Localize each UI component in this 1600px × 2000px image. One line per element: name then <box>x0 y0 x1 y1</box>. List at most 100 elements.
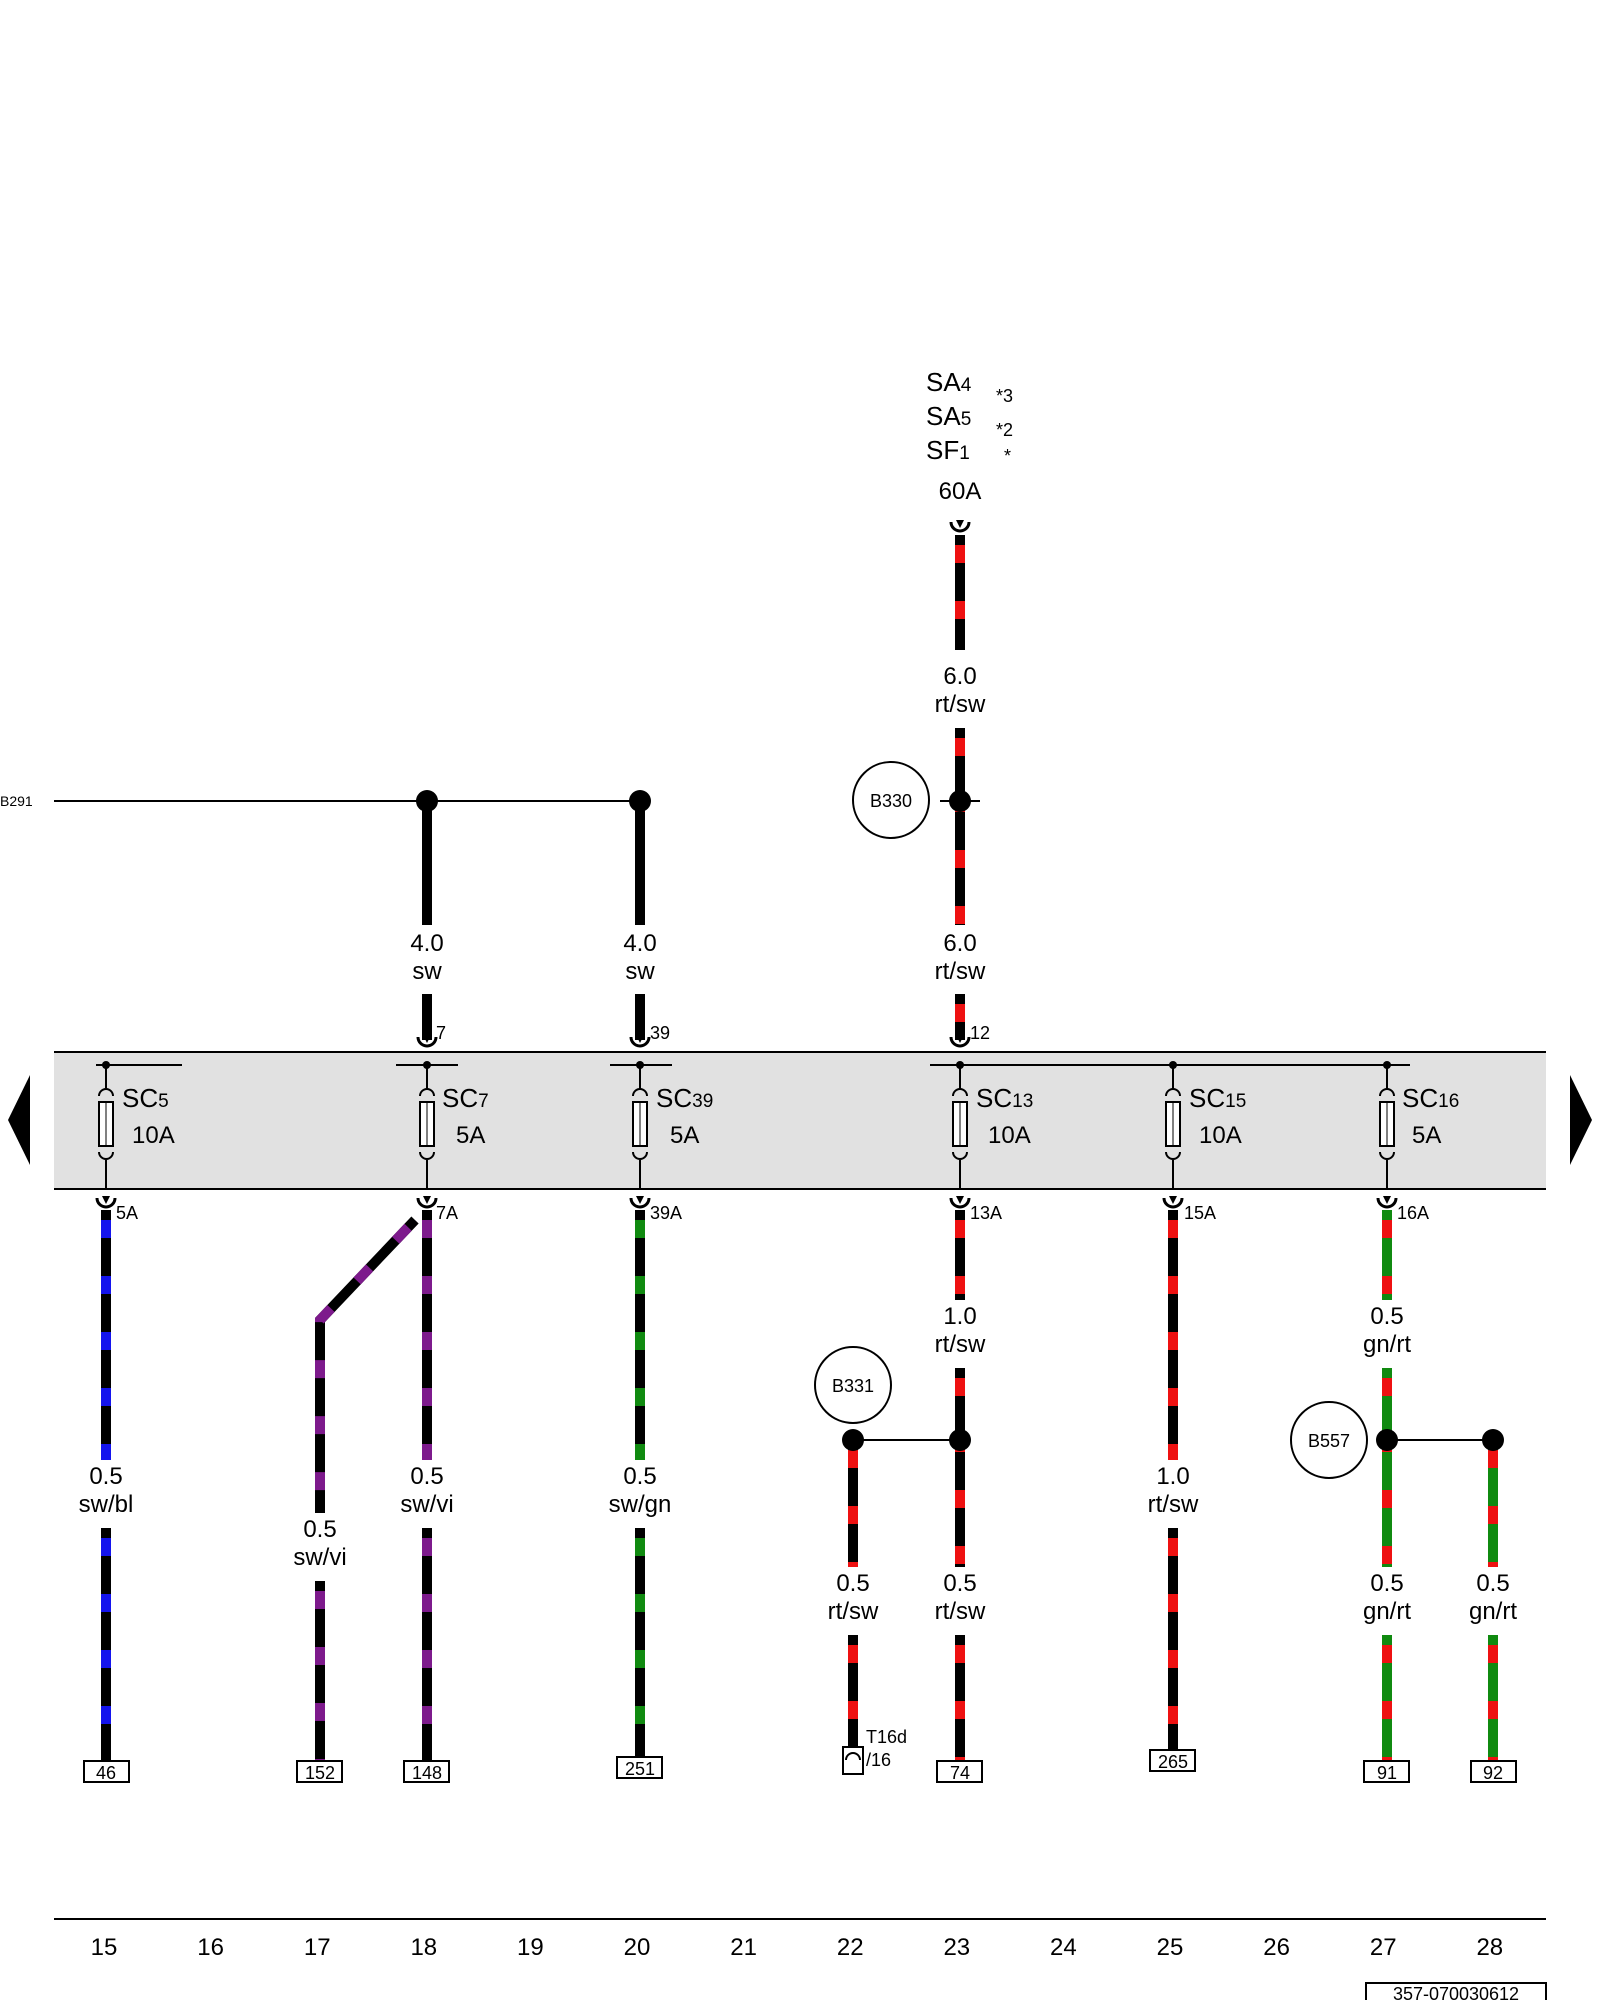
fuse-sc39-label: SC39 5A 39 39A <box>650 1023 713 1223</box>
wire-label-23-top: 6.0 rt/sw <box>935 663 986 718</box>
svg-text:gn/rt: gn/rt <box>1363 1331 1411 1358</box>
svg-text:7A: 7A <box>436 1203 458 1223</box>
plug-out-2-icon <box>416 1197 438 1209</box>
next-page-arrow-icon[interactable] <box>1570 1075 1592 1165</box>
wire-label-27-low: 0.5 gn/rt <box>1363 1570 1411 1625</box>
svg-text:T16d: T16d <box>866 1727 907 1747</box>
wire-17-a <box>315 1216 419 1513</box>
wire-label-28: 0.5 gn/rt <box>1469 1570 1517 1625</box>
svg-text:sw/gn: sw/gn <box>609 1491 672 1518</box>
terminal-91[interactable]: 91 <box>1363 1760 1410 1783</box>
svg-text:0.5: 0.5 <box>410 1463 443 1490</box>
terminal-265[interactable]: 265 <box>1149 1749 1196 1772</box>
svg-text:7: 7 <box>436 1023 446 1043</box>
terminal-46[interactable]: 46 <box>83 1760 130 1783</box>
wire-label-17: 0.5 sw/vi <box>293 1516 346 1571</box>
fuse-symbol-2[interactable] <box>419 1061 435 1189</box>
ruler-number: 25 <box>1157 1934 1184 1961</box>
ruler-number: 27 <box>1370 1934 1397 1961</box>
wire-label-15: 0.5 sw/bl <box>79 1463 134 1518</box>
svg-text:B330: B330 <box>870 791 912 811</box>
svg-text:SC13: SC13 <box>976 1083 1033 1113</box>
ruler-number: 19 <box>517 1934 544 1961</box>
svg-text:rt/sw: rt/sw <box>935 691 986 718</box>
svg-text:1.0: 1.0 <box>943 1303 976 1330</box>
plug-out-4-icon-pin <box>956 1196 964 1204</box>
fuse-panel <box>54 1052 1546 1189</box>
svg-text:265: 265 <box>1158 1752 1188 1772</box>
b557-connection: B557 <box>1290 1401 1368 1479</box>
fuse-symbol-1[interactable] <box>98 1061 114 1189</box>
terminal-92[interactable]: 92 <box>1470 1760 1517 1783</box>
terminal-74[interactable]: 74 <box>936 1760 983 1783</box>
svg-text:6.0: 6.0 <box>943 930 976 957</box>
svg-text:357-070030612: 357-070030612 <box>1393 1984 1519 2000</box>
terminal-148[interactable]: 148 <box>403 1760 450 1783</box>
fuse-sc7-label: SC7 5A 7 7A <box>436 1023 489 1223</box>
svg-text:251: 251 <box>625 1759 655 1779</box>
plug-sc7-in-icon-pin <box>423 1035 431 1043</box>
ruler-number: 28 <box>1476 1934 1503 1961</box>
svg-text:13A: 13A <box>970 1203 1002 1223</box>
svg-text:rt/sw: rt/sw <box>935 1331 986 1358</box>
plug-sc13-in-icon-pin <box>956 1035 964 1043</box>
svg-text:B331: B331 <box>832 1376 874 1396</box>
terminal-251[interactable]: 251 <box>616 1756 663 1779</box>
fuse-sc16-label: SC16 5A 16A <box>1397 1083 1459 1223</box>
svg-text:39A: 39A <box>650 1203 682 1223</box>
b291-label: B291 <box>0 793 33 809</box>
fuse-sc5-label: SC5 10A 5A <box>116 1083 175 1223</box>
svg-text:15A: 15A <box>1184 1203 1216 1223</box>
svg-text:46: 46 <box>96 1763 116 1783</box>
svg-text:sw/vi: sw/vi <box>293 1544 346 1571</box>
svg-text:SC16: SC16 <box>1402 1083 1459 1113</box>
svg-text:*: * <box>1004 446 1011 466</box>
svg-text:5A: 5A <box>456 1122 485 1149</box>
svg-text:SC7: SC7 <box>442 1083 489 1113</box>
svg-text:0.5: 0.5 <box>836 1570 869 1597</box>
svg-text:SA4: SA4 <box>926 367 972 397</box>
svg-text:16A: 16A <box>1397 1203 1429 1223</box>
plug-out-6-icon-pin <box>1383 1196 1391 1204</box>
svg-text:4.0: 4.0 <box>623 930 656 957</box>
fuse-symbol-4[interactable] <box>952 1061 968 1189</box>
ruler-number: 26 <box>1263 1934 1290 1961</box>
plug-main-supply-icon <box>949 521 971 533</box>
plug-sc13-in-icon <box>949 1036 971 1048</box>
svg-text:6.0: 6.0 <box>943 663 976 690</box>
plug-out-2-icon-pin <box>423 1196 431 1204</box>
plug-out-3-icon-pin <box>636 1196 644 1204</box>
wire-label-23-low: 0.5 rt/sw <box>935 1570 986 1625</box>
svg-text:SC39: SC39 <box>656 1083 713 1113</box>
wire-label-27-out: 0.5 gn/rt <box>1363 1303 1411 1358</box>
fuse-symbol-5[interactable] <box>1165 1061 1181 1189</box>
plug-sc7-in-icon <box>416 1036 438 1048</box>
svg-text:sw: sw <box>412 958 442 985</box>
document-id: 357-070030612 <box>1365 1982 1547 2000</box>
ruler-number: 23 <box>943 1934 970 1961</box>
previous-page-arrow-icon[interactable] <box>8 1075 30 1165</box>
main-fuse-rating: 60A <box>939 478 982 505</box>
plug-out-5-icon-pin <box>1169 1196 1177 1204</box>
fuse-symbol-3[interactable] <box>632 1061 648 1189</box>
connector-t16d[interactable]: T16d /16 <box>842 1727 907 1775</box>
plug-out-3-icon <box>629 1197 651 1209</box>
plug-sc39-in-icon-pin <box>636 1035 644 1043</box>
svg-text:B557: B557 <box>1308 1431 1350 1451</box>
svg-text:10A: 10A <box>1199 1122 1242 1149</box>
fuse-symbol-6[interactable] <box>1379 1061 1395 1189</box>
ruler-number: 21 <box>730 1934 757 1961</box>
svg-text:5A: 5A <box>116 1203 138 1223</box>
svg-text:*2: *2 <box>996 420 1013 440</box>
svg-text:SC15: SC15 <box>1189 1083 1246 1113</box>
plug-main-supply-icon-pin <box>956 520 964 528</box>
svg-text:/16: /16 <box>866 1750 891 1770</box>
svg-text:SF1: SF1 <box>926 435 970 465</box>
svg-text:0.5: 0.5 <box>89 1463 122 1490</box>
terminal-152[interactable]: 152 <box>296 1760 343 1783</box>
svg-text:gn/rt: gn/rt <box>1363 1598 1411 1625</box>
svg-text:SA5: SA5 <box>926 401 971 431</box>
svg-text:12: 12 <box>970 1023 990 1043</box>
